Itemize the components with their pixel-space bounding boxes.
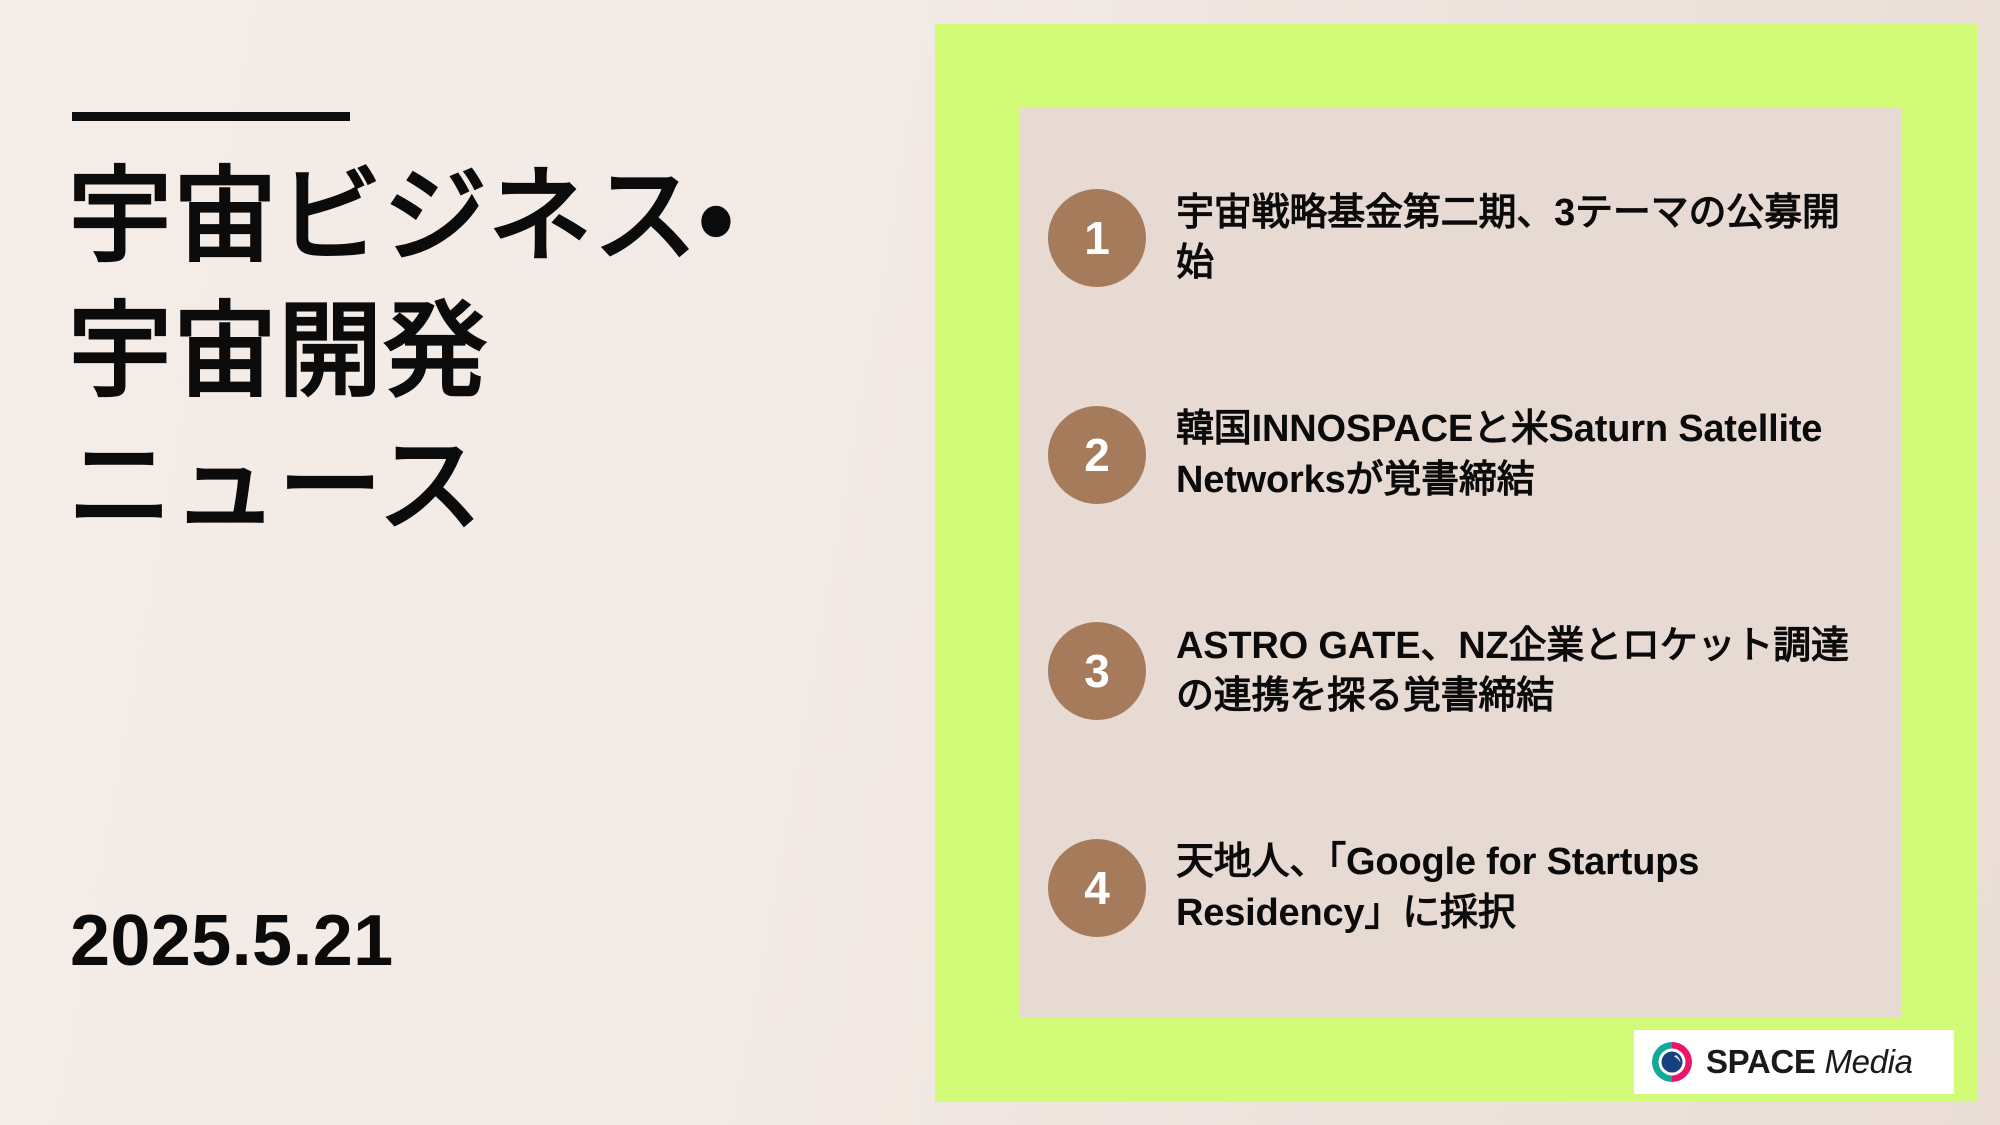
space-media-logo-icon: [1650, 1040, 1694, 1084]
rank-badge-3: 3: [1048, 622, 1146, 721]
brand-name-media: Media: [1824, 1043, 1913, 1080]
list-item[interactable]: 3 ASTRO GATE、NZ企業とロケット調達の連携を探る覚書締結: [1048, 563, 1849, 780]
page-title: 宇宙ビジネス・ 宇宙開発 ニュース: [68, 159, 735, 546]
news-headline-3: ASTRO GATE、NZ企業とロケット調達の連携を探る覚書締結: [1176, 624, 1849, 718]
list-item[interactable]: 2 韓国INNOSPACEと米Saturn Satellite Networks…: [1048, 347, 1849, 564]
news-card: 1 宇宙戦略基金第二期、3テーマの公募開始 2 韓国INNOSPACEと米Sat…: [1020, 108, 1901, 1018]
news-headline-4: 天地人、「Google for Startups Residency」に採択: [1176, 841, 1700, 934]
news-headline-1: 宇宙戦略基金第二期、3テーマの公募開始: [1176, 191, 1840, 285]
brand-logo-text: SPACE Media: [1706, 1043, 1913, 1081]
title-rule-divider: [72, 112, 350, 121]
left-column: 宇宙ビジネス・ 宇宙開発 ニュース 2025.5.21: [0, 0, 935, 1125]
news-headline-2: 韓国INNOSPACEと米Saturn Satellite Networksが覚…: [1176, 408, 1823, 501]
rank-badge-4: 4: [1048, 838, 1146, 937]
list-item[interactable]: 4 天地人、「Google for Startups Residency」に採択: [1048, 780, 1849, 997]
brand-logo[interactable]: SPACE Media: [1634, 1030, 1954, 1094]
rank-badge-1: 1: [1048, 189, 1146, 288]
rank-badge-2: 2: [1048, 405, 1146, 504]
brand-name-space: SPACE: [1706, 1043, 1816, 1080]
news-list: 1 宇宙戦略基金第二期、3テーマの公募開始 2 韓国INNOSPACEと米Sat…: [1020, 108, 1901, 1018]
publication-date: 2025.5.21: [70, 901, 394, 981]
list-item[interactable]: 1 宇宙戦略基金第二期、3テーマの公募開始: [1048, 130, 1849, 347]
